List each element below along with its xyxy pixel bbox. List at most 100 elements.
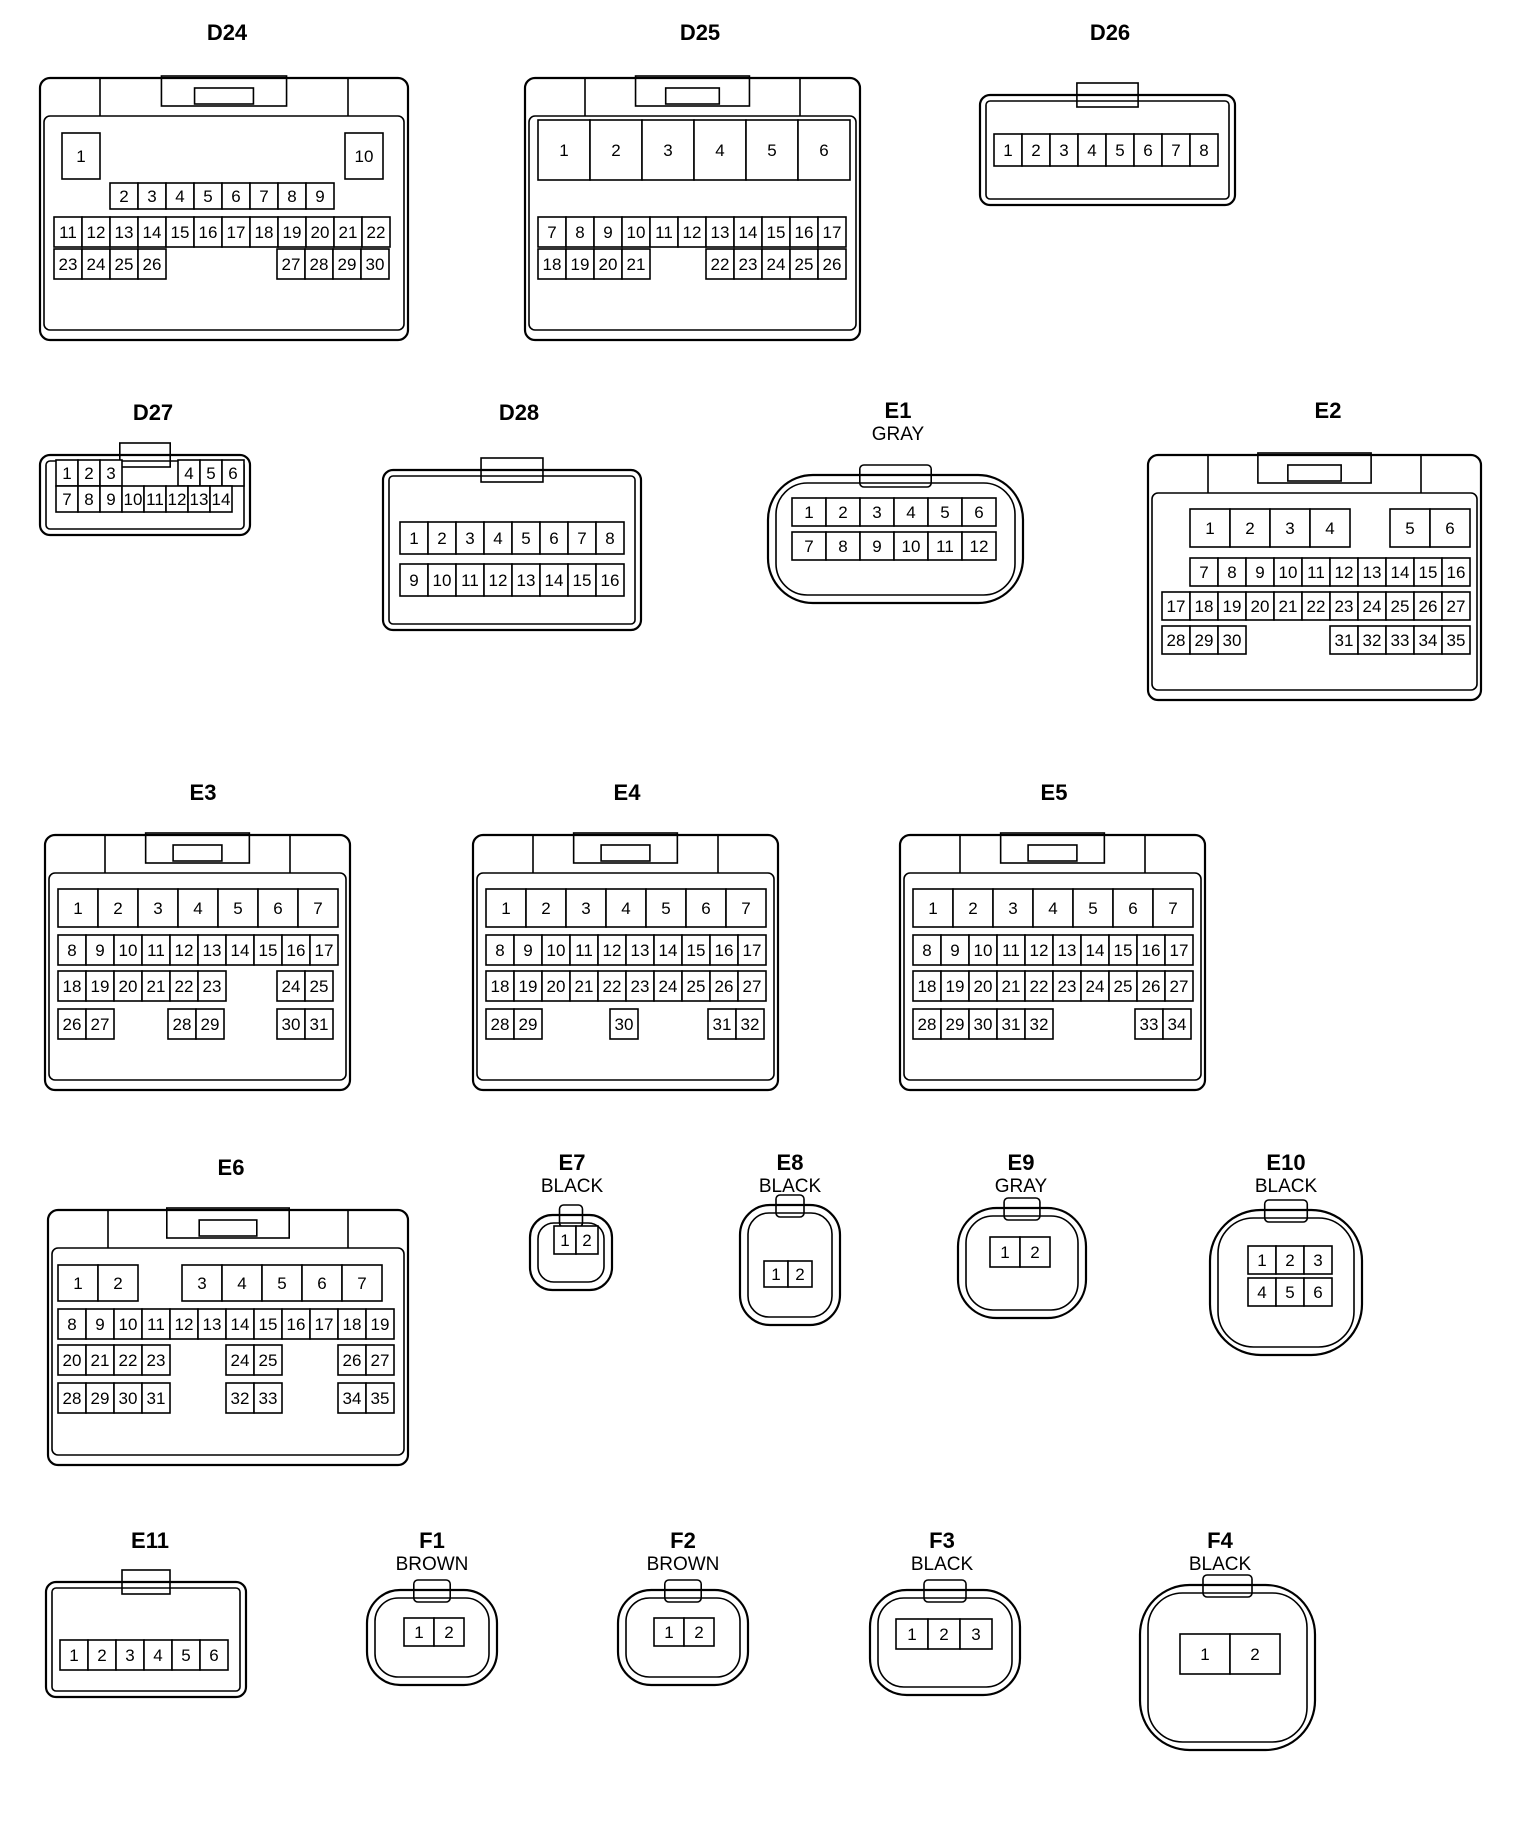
pin-cavity [565,248,595,280]
connector-code: E7 [559,1150,586,1175]
pin-number: 2 [1031,141,1040,160]
pin-number: 3 [971,1625,980,1644]
pin-number: 14 [231,941,250,960]
pin-cavity [1072,888,1114,928]
pin-number: 23 [203,977,222,996]
pin-number: 5 [940,503,949,522]
pin-number: 1 [73,899,82,918]
pin-number: 4 [153,1646,162,1665]
pin-cavity [221,459,245,487]
pin-number: 18 [491,977,510,996]
connector-housing [868,1588,1022,1697]
pin-number: 34 [343,1389,362,1408]
pin-number: 30 [366,255,385,274]
pin-cavity [683,1617,715,1647]
pin-cavity [361,216,391,248]
pin-number: 18 [63,977,82,996]
pin-number: 2 [582,1231,591,1250]
pin-cavity [297,888,339,928]
pin-cavity [1217,557,1247,587]
pin-cavity [53,216,83,248]
pin-cavity [1329,557,1359,587]
pin-number: 27 [1447,597,1466,616]
pin-number: 19 [371,1315,390,1334]
pin-number: 7 [62,490,71,509]
pin-number: 31 [1002,1015,1021,1034]
pin-number: 3 [1285,519,1294,538]
pin-number: 24 [659,977,678,996]
pin-number: 9 [603,223,612,242]
pin-number: 8 [495,941,504,960]
pin-cavity [1179,1633,1231,1675]
pin-cavity [197,934,227,966]
pin-number: 31 [310,1015,329,1034]
pin-number: 11 [146,490,164,509]
pin-number: 30 [282,1015,301,1034]
pin-number: 28 [63,1389,82,1408]
pin-number: 34 [1419,631,1438,650]
connector-housing [956,1206,1088,1320]
pin-cavity [433,1617,465,1647]
pin-cavity [968,1008,998,1040]
pin-number: 31 [713,1015,732,1034]
pin-number: 22 [175,977,194,996]
pin-number: 6 [549,529,558,548]
pin-cavity [1357,625,1387,655]
pin-number: 9 [523,941,532,960]
pin-cavity [1441,625,1471,655]
pin-number: 22 [119,1351,138,1370]
pin-cavity [1136,970,1166,1002]
pin-number: 26 [1142,977,1161,996]
pin-number: 24 [767,255,786,274]
pin-number: 29 [338,255,357,274]
connector-code: E2 [1315,398,1342,423]
connector-housing [616,1588,750,1687]
pin-number: 13 [203,941,222,960]
pin-cavity [427,521,457,555]
pin-cavity [113,934,143,966]
pin-cavity [992,888,1034,928]
connector-code: F2 [670,1528,696,1553]
pin-number: 26 [1419,597,1438,616]
pin-number: 4 [184,464,193,483]
pin-number: 32 [1363,631,1382,650]
pin-number: 7 [1199,563,1208,582]
pin-number: 3 [106,464,115,483]
pin-number: 32 [1030,1015,1049,1034]
pin-number: 16 [601,571,620,590]
pin-number: 23 [147,1351,166,1370]
pin-number: 7 [313,899,322,918]
pin-cavity [143,1639,173,1671]
pin-number: 14 [231,1315,250,1334]
pin-number: 13 [517,571,536,590]
pin-cavity [681,970,711,1002]
pin-number: 4 [1048,899,1057,918]
pin-number: 10 [119,941,138,960]
pin-number: 1 [501,899,510,918]
pin-cavity [1303,1277,1333,1307]
pin-number: 31 [1335,631,1354,650]
pin-number: 4 [715,141,724,160]
connector-housing [898,833,1207,1092]
pin-number: 15 [687,941,706,960]
connector-code: E5 [1041,780,1068,805]
pin-cavity [337,1308,367,1340]
pin-cavity [996,934,1026,966]
connector-code: D28 [499,400,539,425]
pin-number: 12 [603,941,622,960]
pin-cavity [221,182,251,210]
pin-cavity [1024,1008,1054,1040]
pin-cavity [567,563,597,597]
pin-number: 5 [277,1274,286,1293]
pin-cavity [625,970,655,1002]
pin-number: 14 [212,490,231,509]
pin-number: 1 [804,503,813,522]
pin-cavity [593,216,623,248]
pin-number: 13 [1363,563,1382,582]
pin-number: 23 [739,255,758,274]
pin-number: 14 [1086,941,1105,960]
